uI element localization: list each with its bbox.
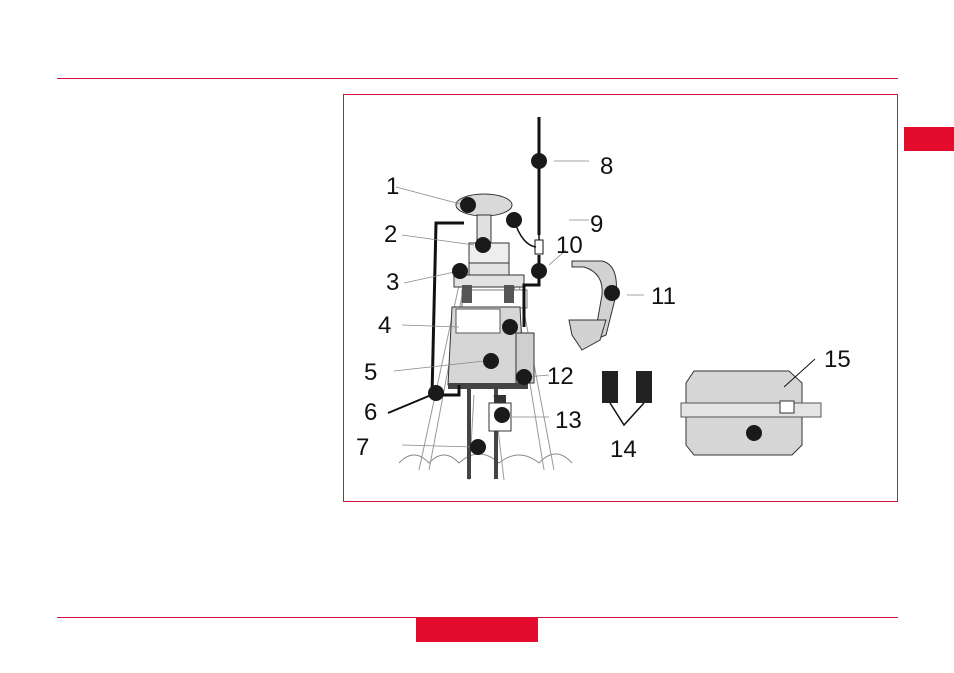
marker-4 [502, 319, 518, 335]
marker-3 [452, 263, 468, 279]
callout-11: 11 [651, 283, 676, 310]
callout-2: 2 [384, 221, 397, 248]
callout-12: 12 [547, 363, 574, 390]
callout-5: 5 [364, 359, 377, 386]
marker-6 [428, 385, 444, 401]
marker-2 [475, 237, 491, 253]
callout-14: 14 [610, 436, 637, 463]
marker-1 [460, 197, 476, 213]
chapter-tab[interactable] [904, 127, 954, 151]
callout-7: 7 [356, 434, 369, 461]
callout-10: 10 [556, 232, 583, 259]
callout-1: 1 [386, 173, 399, 200]
marker-7 [470, 439, 486, 455]
marker-13 [494, 407, 510, 423]
marker-12 [516, 369, 532, 385]
marker-5 [483, 353, 499, 369]
callout-9: 9 [590, 211, 603, 238]
equipment-illustration: 1 2 3 4 5 6 7 8 9 10 11 12 13 14 15 [344, 95, 897, 501]
callout-3: 3 [386, 269, 399, 296]
equipment-figure: 1 2 3 4 5 6 7 8 9 10 11 12 13 14 15 [343, 94, 898, 502]
marker-10 [531, 263, 547, 279]
marker-9 [506, 212, 522, 228]
transport-case [681, 359, 821, 455]
ground-line [399, 454, 572, 463]
callout-13: 13 [555, 407, 582, 434]
header-rule [57, 78, 898, 79]
callout-6: 6 [364, 399, 377, 426]
marker-8 [531, 153, 547, 169]
marker-11 [604, 285, 620, 301]
callout-8: 8 [600, 153, 613, 180]
marker-15 [746, 425, 762, 441]
bracket [569, 261, 616, 350]
footer-tab[interactable] [416, 618, 538, 642]
callout-4: 4 [378, 312, 391, 339]
callout-15: 15 [824, 346, 851, 373]
batteries [602, 371, 652, 425]
